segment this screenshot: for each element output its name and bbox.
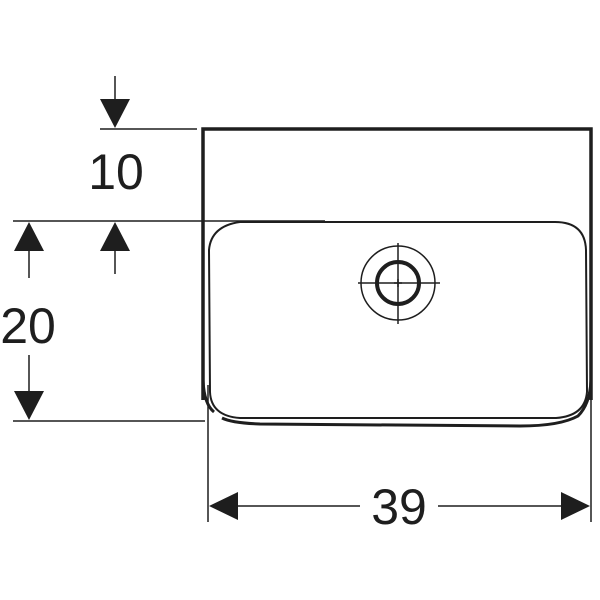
dimension-label-10: 10 [88, 144, 144, 200]
arrow-left-icon [209, 492, 238, 520]
drain-hole-crosshair [358, 243, 440, 324]
dimension-label-39: 39 [371, 479, 427, 535]
inner-bowl [207, 221, 589, 419]
arrow-down-icon [100, 99, 130, 128]
arrow-up-icon [14, 222, 44, 251]
outer-body-lower [201, 379, 593, 428]
arrowheads [14, 99, 590, 520]
dimension-label-20: 20 [0, 298, 56, 354]
outer-rim [201, 127, 593, 400]
arrow-right-icon [561, 492, 590, 520]
arrow-down-icon [14, 391, 44, 420]
arrow-up-icon [100, 222, 130, 251]
